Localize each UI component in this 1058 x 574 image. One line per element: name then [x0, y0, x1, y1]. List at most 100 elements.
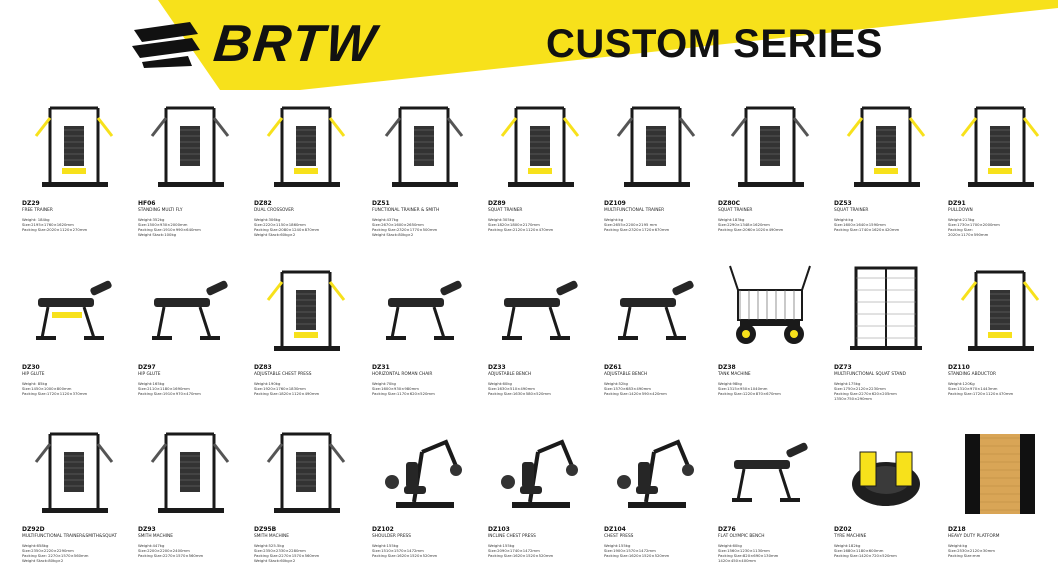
spec-line: Size:1750×2120×2230mm	[834, 386, 886, 391]
gym-machine-icon	[150, 106, 230, 187]
product-name: MULTIFUNCTIONAL SQUAT STAND	[834, 372, 906, 377]
spec-line: Weight:98kg	[718, 381, 742, 386]
gym-bench-icon	[386, 280, 462, 340]
brand-logo-text: BRTW	[210, 15, 381, 73]
product-code: DZ38	[718, 364, 736, 371]
spec-line: Packing Size:1910×990×640mm	[138, 227, 201, 232]
spec-line: Weight: 184kg	[22, 217, 50, 222]
product-name: STANDING MULTI FLY	[138, 208, 183, 213]
spec-line: Weight Stack:80kg×2	[372, 232, 414, 237]
gym-bench-icon	[36, 280, 112, 340]
header-banner	[158, 0, 1058, 90]
spec-line: Size:1820×1800×2170mm	[488, 222, 540, 227]
product-name: SMITH MACHINE	[254, 534, 289, 539]
brand-logo-mark	[132, 22, 200, 68]
spec-line: Packing Size:2080×1240×870mm	[254, 227, 320, 232]
product-code: HF06	[138, 200, 156, 207]
spec-line: Size:1900×1570×1472mm	[604, 548, 656, 553]
spec-line: Size:1315×950×1040mm	[718, 386, 768, 391]
spec-line: Weight:kg	[948, 543, 968, 548]
product-name: DUAL CROSSOVER	[254, 208, 294, 213]
spec-line: Packing Size:2020×1120×270mm	[22, 227, 88, 232]
spec-line: Size:2670×1600×2650mm	[372, 222, 424, 227]
spec-line: Weight:165kg	[138, 381, 165, 386]
spec-line: Weight:52kg	[604, 381, 628, 386]
spec-line: Weight:kg	[604, 217, 624, 222]
spec-line: Weight:120Kg	[948, 381, 975, 386]
spec-line: Packing Size:1620×1520×520mm	[372, 553, 438, 558]
gym-bench-icon	[618, 280, 694, 340]
product-code: DZ33	[488, 364, 506, 371]
spec-line: Packing Size:2320×1770×500mm	[372, 227, 438, 232]
product-name: STANDING ABDUCTOR	[948, 372, 996, 377]
spec-line: Weight:155kg	[372, 543, 399, 548]
spec-line: Weight:658kg	[22, 543, 49, 548]
spec-line: Size:1310×970×1443mm	[948, 386, 998, 391]
gym-machine-icon	[846, 106, 926, 187]
gym-machine-icon	[730, 106, 810, 187]
spec-line: Size:2200×2200×2400mm	[138, 548, 190, 553]
spec-line: Weight:525.5kg	[254, 543, 284, 548]
product-name: FLAT OLYMPIC BENCH	[718, 534, 765, 539]
spec-line: Size:1500×930×2000mm	[138, 222, 188, 227]
spec-line: Packing Size: 2270×1570×560mm	[22, 553, 89, 558]
spec-line: Weight:70kg	[372, 381, 396, 386]
spec-line: Size:2530×2120×30mm	[948, 548, 995, 553]
product-code: DZ91	[948, 200, 966, 207]
spec-line: Size:1600×930×980mm	[372, 386, 419, 391]
product-code: DZ103	[488, 526, 510, 533]
spec-line: Weight:155kg	[488, 543, 515, 548]
spec-line: 1420×450×400mm	[718, 558, 756, 563]
spec-line: Packing Size:1720×1120×470mm	[948, 391, 1014, 396]
product-code: DZ53	[834, 200, 852, 207]
series-title: CUSTOM SERIES	[546, 22, 883, 66]
spec-line: Size:2110×1180×1690mm	[138, 386, 190, 391]
product-name: FUNCTIONAL TRAINER & SMITH	[372, 208, 440, 213]
gym-bench-icon	[502, 280, 578, 340]
product-name: SHOULDER PRESS	[372, 534, 412, 539]
spec-line: Weight Stack:80kg×2	[22, 558, 64, 563]
spec-line: Weight:182kg	[834, 543, 861, 548]
product-code: DZ110	[948, 364, 970, 371]
product-code: DZ102	[372, 526, 394, 533]
product-code: DZ61	[604, 364, 622, 371]
spec-line: Packing Size:2270×1570×560mm	[138, 553, 204, 558]
product-code: DZ73	[834, 364, 852, 371]
spec-line: Weight: 85kg	[22, 381, 48, 386]
product-name: SMITH MACHINE	[138, 534, 173, 539]
gym-machine-icon	[34, 432, 114, 513]
spec-line: Size:1510×1570×1472mm	[372, 548, 424, 553]
product-code: DZ83	[254, 364, 272, 371]
gym-press-icon	[501, 439, 578, 508]
spec-line: Weight:155kg	[604, 543, 631, 548]
gym-press-icon	[385, 439, 462, 508]
spec-line: Size:2350×2220×2290mm	[22, 548, 74, 553]
spec-line: Size:2220×1150×1860mm	[254, 222, 306, 227]
product-name: TANK MACHINE	[718, 372, 751, 377]
gym-machine-icon	[384, 106, 464, 187]
spec-line: Size:1730×1700×2000mm	[948, 222, 1000, 227]
spec-line: 1350×750×290mm	[834, 396, 872, 401]
spec-line: Size:1450×1000×800mm	[22, 386, 72, 391]
